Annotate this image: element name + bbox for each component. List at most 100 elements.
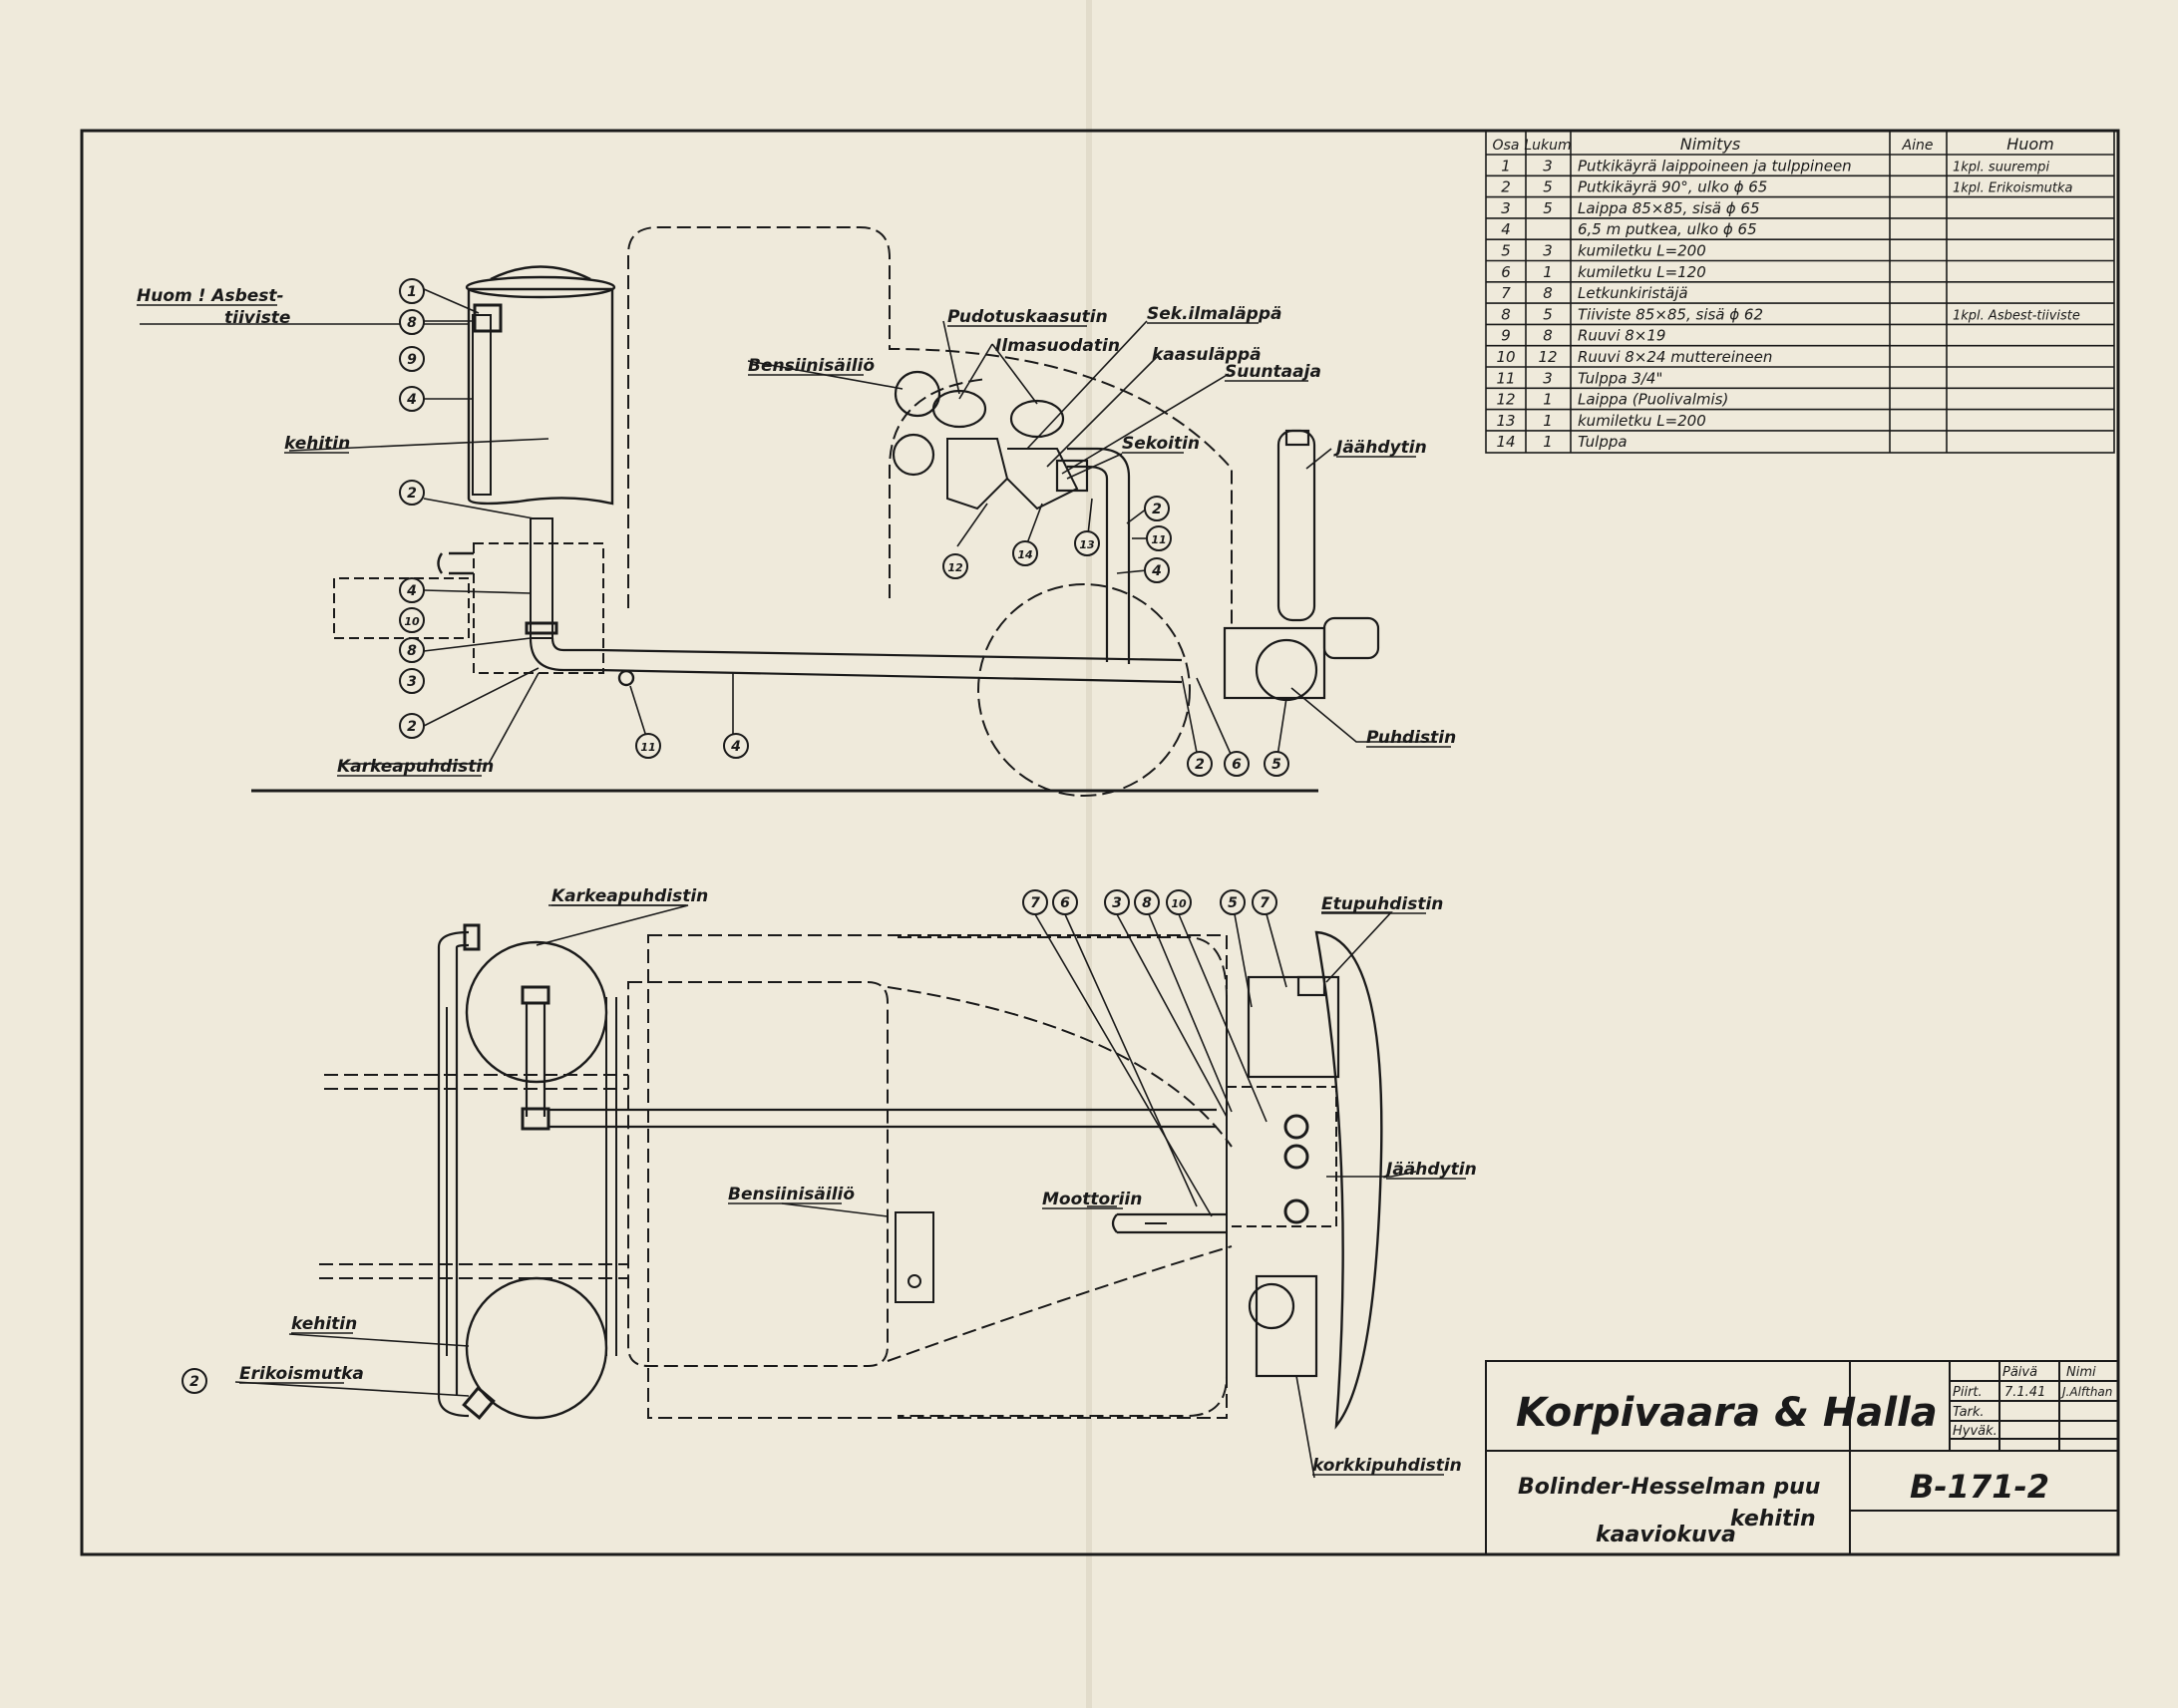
callout-5: 5 [1220,889,1246,915]
etupuhdistin-outlet [1296,975,1326,997]
karkeapuhdistin-box [473,542,604,674]
label-kehitin-top: kehitin [291,1314,357,1334]
bumper [1314,930,1383,1430]
label-underlines [137,304,1466,1476]
long-pipe-top [548,1108,1217,1129]
callout-11: 11 [635,733,661,759]
callout-circle [1166,889,1192,915]
callout-6: 6 [1224,751,1250,777]
hood-curve [887,986,1233,1362]
callout-number: 2 [1195,757,1205,773]
main-pipe-bend [529,637,598,672]
callout-circle [399,637,425,663]
callout-number: 11 [640,741,655,754]
cooler-port-2 [1283,1144,1309,1170]
cell-nimitys: kumiletku L=200 [1578,242,1706,260]
label-bensiinisailio-side: Bensiinisäiliö [748,356,875,376]
callout-circle [1224,751,1250,777]
callout-circle [942,553,968,579]
label-huom-asbest: Huom ! Asbest- [137,286,284,306]
cell-lukum: 3 [1543,157,1553,174]
rear-axle [333,577,470,639]
cell-nimitys: Putkikäyrä laippoineen ja tulppineen [1578,157,1852,174]
cell-nimitys: Laippa (Puolivalmis) [1578,391,1728,409]
callout-8: 8 [399,637,425,663]
cell-lukum: 3 [1543,369,1553,387]
cell-lukum: 8 [1543,327,1553,345]
rising-pipe [1067,447,1131,664]
callout-4: 4 [1144,557,1170,583]
cell-osa: 8 [1501,305,1511,323]
cell-osa: 4 [1501,220,1511,238]
kehitin-riser-pipe [472,314,492,496]
callout-number: 4 [406,392,417,408]
cell-huom: 1kpl. Erikoismutka [1953,181,2072,196]
korkkipuhdistin-drum [1248,1282,1295,1330]
callout-6: 6 [1052,889,1078,915]
kehitin-lid [465,275,616,299]
ilmasuodatin-2 [1009,399,1065,439]
callout-number: 3 [1112,895,1122,911]
header-aine: Aine [1902,138,1934,154]
cell-nimitys: kumiletku L=200 [1578,412,1706,430]
callout-number: 11 [1151,533,1166,546]
cell-lukum: 1 [1543,263,1553,281]
callout-number: 13 [1079,538,1095,551]
callout-number: 8 [1142,895,1152,911]
callout-circle [1134,889,1160,915]
callout-number: 6 [1060,895,1070,911]
callout-circle [1146,525,1172,551]
callout-number: 7 [1260,895,1270,911]
label-korkkipuhdistin: korkkipuhdistin [1312,1456,1462,1476]
main-pipe [597,648,1183,684]
callout-number: 10 [1171,897,1187,910]
cell-nimitys: Tulppa [1578,433,1628,451]
bensiinisailio-top [895,1211,934,1303]
erikoismutka-flange [462,1386,496,1420]
callout-3: 3 [399,668,425,694]
callout-12: 12 [942,553,968,579]
callout-circle [399,480,425,506]
callout-2: 2 [1144,496,1170,521]
cell-osa: 2 [1501,178,1511,196]
bensiinisailio-side [894,370,941,418]
row-piirt: Piirt. [1953,1385,1983,1400]
cell-lukum: 12 [1538,348,1557,366]
cell-lukum: 5 [1543,305,1553,323]
callout-number: 5 [1228,895,1238,911]
label-huom-tiiviste: tiiviste [224,308,290,328]
title-block [1485,1360,2119,1555]
label-sekoitin: Sekoitin [1122,434,1200,454]
jaahdytin-side [1276,429,1316,622]
jaahdytin-cap [1284,429,1310,447]
cooler-port-3 [1283,1198,1309,1224]
cell-nimitys: 6,5 m putkea, ulko ϕ 65 [1578,220,1757,238]
callout-circle [1144,496,1170,521]
pudotuskaasutin [892,433,935,477]
rear-axle-top-1 [324,1074,628,1090]
callout-2: 2 [399,713,425,739]
header-huom: Huom [2006,135,2054,154]
cooler-port-1 [1283,1114,1309,1140]
label-etupuhdistin: Etupuhdistin [1321,894,1443,914]
company-name: Korpivaara & Halla [1516,1390,1938,1436]
callout-number: 8 [407,643,417,659]
label-karkeapuhdistin-side: Karkeapuhdistin [337,757,494,777]
row-hyvak: Hyväk. [1953,1424,1997,1439]
callout-circle [1022,889,1048,915]
callout-number: 3 [407,674,417,690]
vertical-pipe [530,517,553,639]
callout-7: 7 [1022,889,1048,915]
callout-circle [1187,751,1213,777]
callout-4: 4 [399,577,425,603]
callout-number: 12 [947,561,963,574]
callout-10: 10 [399,607,425,633]
cell-osa: 1 [1501,157,1511,174]
callout-number: 10 [404,615,420,628]
bensiinisailio-cap [908,1274,921,1288]
